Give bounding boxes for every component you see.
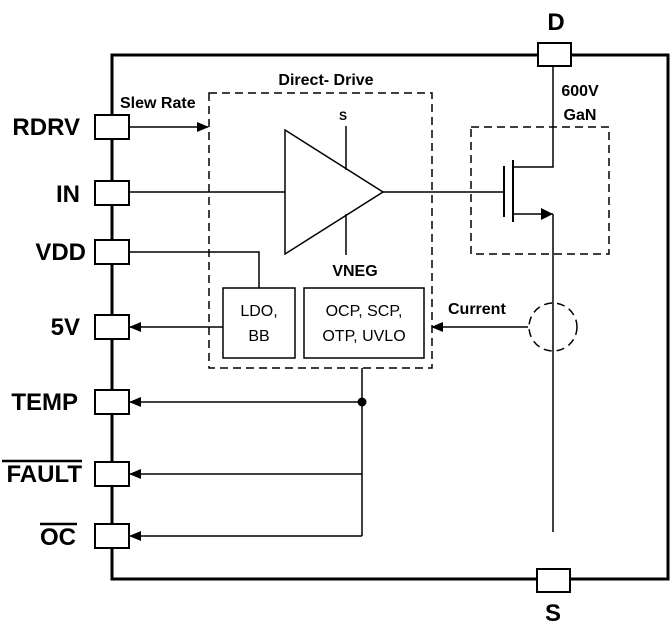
protection-line1: OCP, SCP, bbox=[326, 303, 403, 320]
current-label: Current bbox=[448, 301, 506, 318]
vneg-label: VNEG bbox=[332, 263, 377, 280]
pin-temp-pad bbox=[94, 389, 130, 415]
protection-block bbox=[303, 287, 425, 359]
current-sense-circle bbox=[528, 302, 578, 352]
pin-rdrv-label: RDRV bbox=[12, 114, 80, 141]
drain-terminal-label: D bbox=[547, 9, 564, 36]
ldo-bb-block bbox=[222, 287, 296, 359]
pin-in-label: IN bbox=[56, 181, 80, 208]
pin-vdd-label: VDD bbox=[35, 239, 86, 266]
source-terminal-label: S bbox=[545, 600, 561, 627]
slew-rate-label: Slew Rate bbox=[120, 95, 196, 112]
pin-oc-label: OC bbox=[40, 524, 76, 551]
gan-type-label: GaN bbox=[564, 107, 597, 124]
pin-fault-pad bbox=[94, 461, 130, 487]
direct-drive-block bbox=[208, 92, 433, 369]
gan-drain-lead bbox=[513, 114, 554, 168]
driver-amplifier bbox=[284, 128, 385, 256]
pin-5v-pad bbox=[94, 314, 130, 340]
source-terminal-pad bbox=[536, 568, 571, 593]
drain-terminal-pad bbox=[537, 42, 572, 67]
ldo-line2: BB bbox=[248, 328, 269, 345]
pin-rdrv-pad bbox=[94, 114, 130, 140]
pin-oc-pad bbox=[94, 523, 130, 549]
gan-voltage-label: 600V bbox=[561, 83, 599, 100]
direct-drive-title: Direct- Drive bbox=[278, 72, 373, 89]
pin-fault-label: FAULT bbox=[6, 461, 82, 488]
ldo-line1: LDO, bbox=[240, 303, 277, 320]
pin-in-pad bbox=[94, 180, 130, 206]
pin-temp-label: TEMP bbox=[11, 389, 78, 416]
vdd-wire bbox=[129, 251, 260, 288]
protection-line2: OTP, UVLO bbox=[322, 328, 405, 345]
amp-source-label: S bbox=[339, 109, 347, 123]
gan-source-arrow bbox=[541, 208, 553, 220]
gan-box bbox=[470, 126, 610, 255]
pin-vdd-pad bbox=[94, 239, 130, 265]
pin-5v-label: 5V bbox=[51, 314, 80, 341]
